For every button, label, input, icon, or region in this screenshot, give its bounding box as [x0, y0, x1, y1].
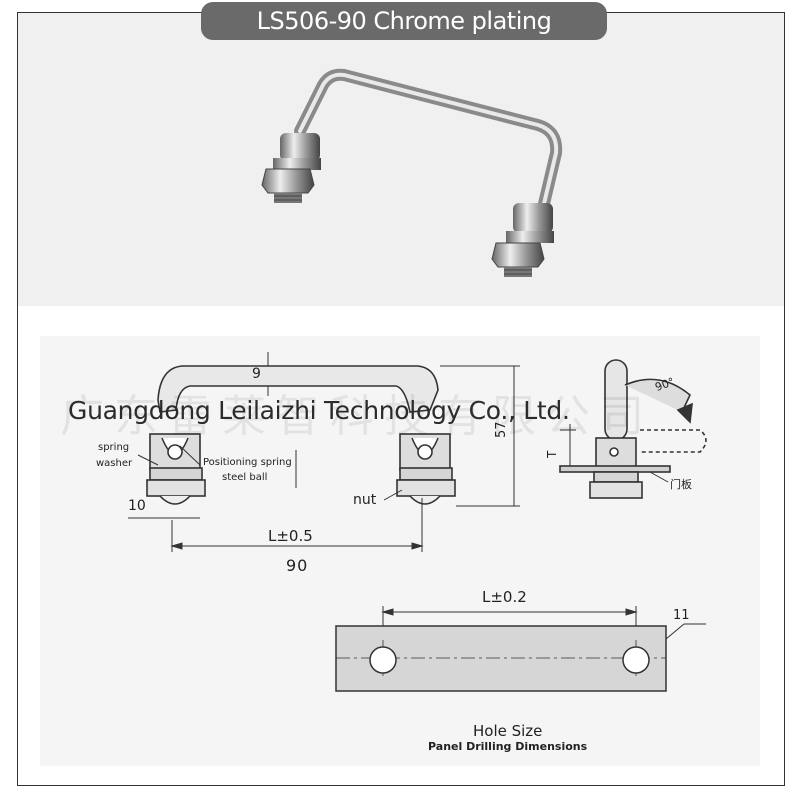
product-title: LS506-90 Chrome plating	[201, 2, 607, 40]
dim-hole-diameter: 11	[673, 608, 690, 623]
side-view-drawing	[559, 359, 707, 499]
right-assembly-drawing	[396, 433, 456, 505]
dim-length-value: 90	[286, 556, 309, 575]
dim-panel-t: T	[545, 450, 559, 458]
product-photo-panel	[18, 13, 784, 306]
dim-hole-spacing: L±0.2	[482, 588, 527, 606]
caption-subtitle: Panel Drilling Dimensions	[428, 740, 588, 753]
dim-height: 57	[494, 421, 509, 438]
right-pivot	[491, 203, 554, 277]
label-positioning-2: steel ball	[222, 472, 268, 483]
dim-length-tolerance: L±0.5	[268, 527, 313, 545]
dim-top-thickness: 9	[252, 366, 261, 382]
drilling-plate	[335, 625, 667, 692]
left-pivot	[261, 133, 321, 203]
label-spring-washer-1: spring	[98, 442, 130, 453]
label-positioning-1: Positioning spring	[203, 457, 292, 468]
handle-photo	[261, 68, 563, 277]
handle-side-view	[157, 365, 439, 413]
left-assembly-drawing	[146, 433, 206, 505]
label-nut: nut	[353, 492, 377, 508]
company-watermark: Guangdong Leilaizhi Technology Co., Ltd.	[68, 396, 570, 425]
label-spring-washer-2: washer	[96, 458, 133, 469]
chinese-watermark: 广东雷莱智科技有限公司	[60, 391, 654, 442]
dim-foot: 10	[128, 498, 146, 514]
caption-title: Hole Size	[473, 722, 543, 740]
label-door-panel: 门板	[670, 478, 692, 491]
